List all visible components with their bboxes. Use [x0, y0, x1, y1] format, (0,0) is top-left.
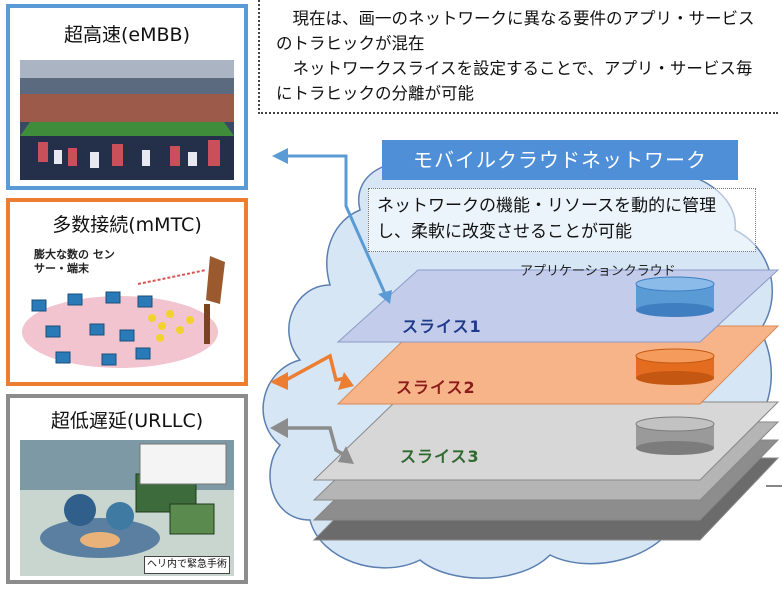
note-line-1: 現在は、画一のネットワークに異なる要件のアプリ・サービスのトラヒックが混在 — [276, 9, 755, 53]
card-urllc-title: 超低遅延(URLLC) — [50, 410, 204, 432]
surgery-illustration — [20, 440, 234, 576]
note-line-2: ネットワークスライスを設定することで、アプリ・サービス毎にトラヒックの分離が可能 — [276, 59, 753, 103]
traffic-note: 現在は、画一のネットワークに異なる要件のアプリ・サービスのトラヒックが混在 ネッ… — [258, 0, 778, 114]
arrow-mmtc-right-head — [338, 372, 354, 390]
arrow-embb-left-head — [272, 148, 288, 164]
slice-1-storage-icon — [635, 276, 715, 317]
arrow-mmtc-to-slice-2 — [285, 353, 347, 383]
card-mmtc: 多数接続(mMTC) 膨大な数の センサー・端末 — [6, 198, 248, 386]
card-urllc: 超低遅延(URLLC) ヘリ内で緊急手術 — [6, 394, 248, 584]
cloud-description: ネットワークの機能・リソースを動的に管理し、柔軟に改変させることが可能 — [368, 188, 756, 252]
application-cloud-label: アプリケーションクラウド — [520, 264, 676, 279]
surgery-caption: ヘリ内で緊急手術 — [144, 556, 230, 574]
card-embb: 超高速(eMBB) — [6, 4, 248, 190]
slice-3-label: スライス3 — [400, 447, 480, 466]
sensors-illustration — [20, 244, 234, 376]
mobile-cloud-network-band: モバイルクラウドネットワーク — [382, 140, 738, 180]
slice-1-label: スライス1 — [402, 317, 482, 336]
arrow-urllc-left-head — [270, 418, 288, 438]
stadium-image — [20, 60, 234, 180]
arrow-urllc-right-head — [338, 446, 354, 464]
arrow-mmtc-left-head — [270, 372, 288, 390]
card-mmtc-title: 多数接続(mMTC) — [52, 214, 202, 236]
arrow-urllc-to-slice-3 — [286, 426, 347, 458]
arrow-embb-right-head — [378, 290, 392, 304]
slice-2-storage-icon — [635, 348, 715, 385]
slice-3-storage-icon — [635, 416, 715, 455]
sensors-label: 膨大な数の センサー・端末 — [34, 248, 115, 275]
slice-2-label: スライス2 — [396, 378, 476, 397]
arrow-embb-to-slice-1 — [286, 154, 388, 297]
card-embb-title: 超高速(eMBB) — [64, 24, 190, 46]
